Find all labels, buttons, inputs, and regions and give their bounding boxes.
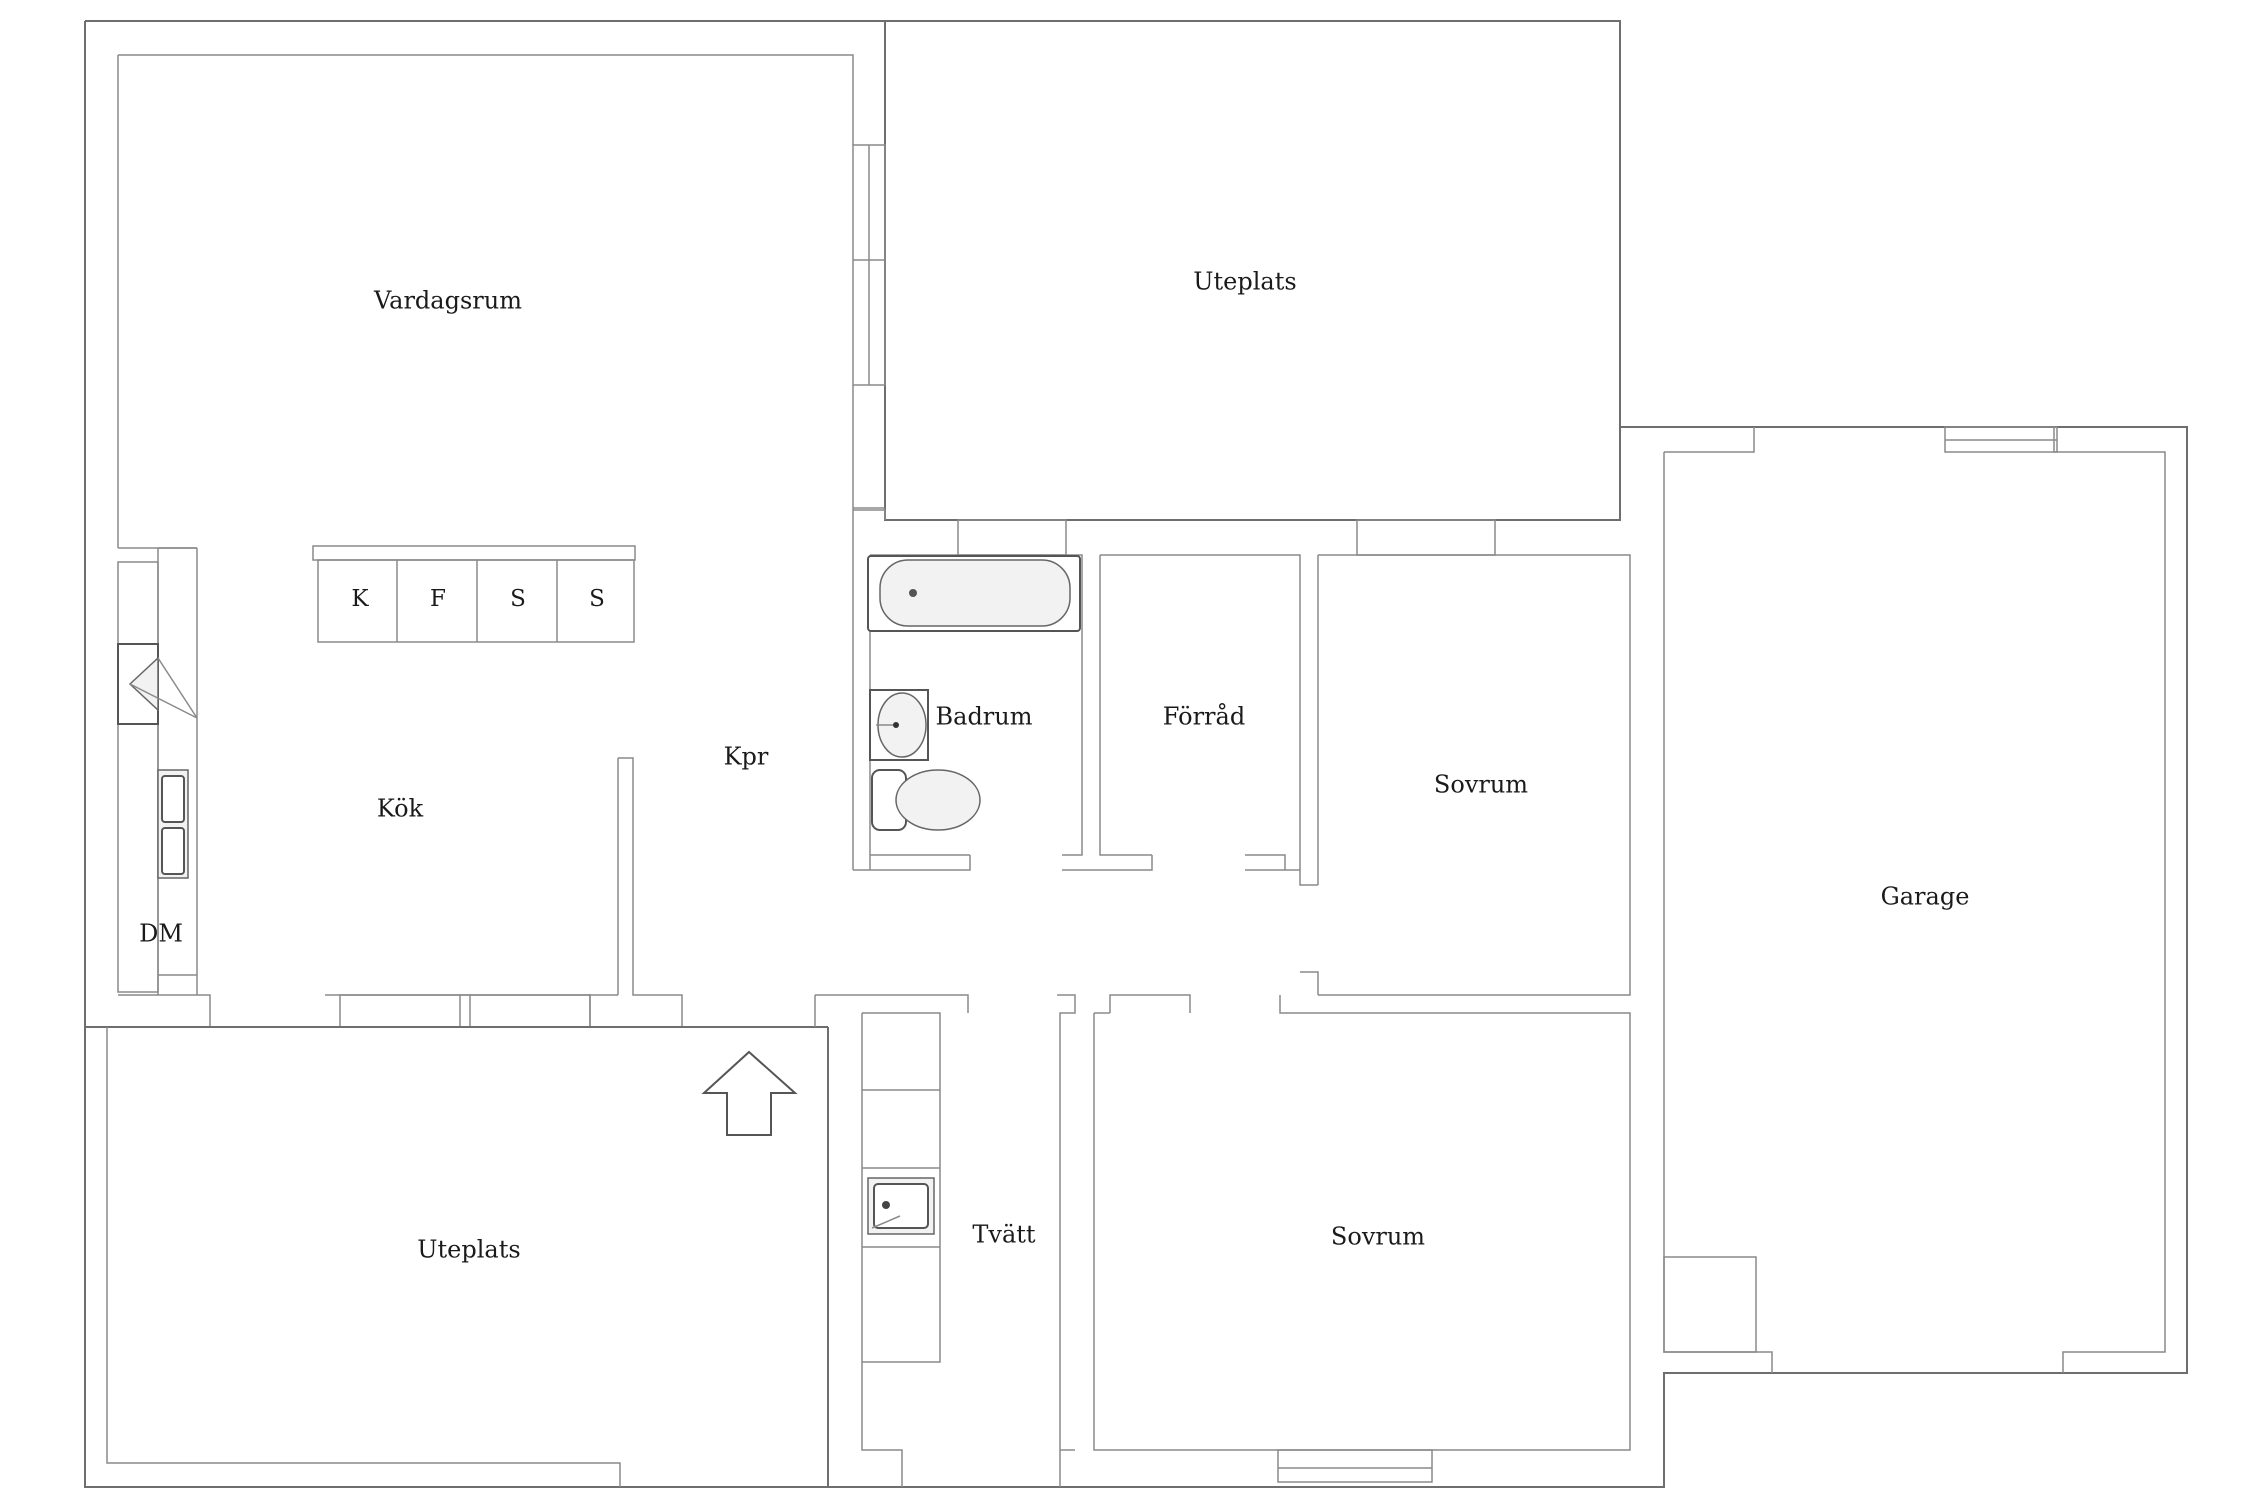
bedroom-bottom-window xyxy=(1277,1449,1433,1483)
sink-icon xyxy=(157,769,189,879)
appliance-label: K xyxy=(351,586,369,612)
room-label-forrad: Förråd xyxy=(1163,702,1245,731)
appliance-label: F xyxy=(430,586,446,612)
washbasin-icon xyxy=(869,689,929,761)
uteplats-top-room xyxy=(852,21,1621,521)
garage-walls xyxy=(1663,426,2166,1373)
laundry-sink-icon xyxy=(867,1177,935,1235)
room-label-kpr: Kpr xyxy=(724,743,769,771)
toilet-icon xyxy=(871,769,981,831)
room-label-garage: Garage xyxy=(1881,883,1970,911)
bedroom-top-window xyxy=(1356,519,1496,556)
bathtub-icon xyxy=(867,555,1081,632)
room-label-sovrum-bottom: Sovrum xyxy=(1331,1223,1425,1251)
room-label-badrum: Badrum xyxy=(936,703,1033,731)
room-label-vardagsrum: Vardagsrum xyxy=(373,287,522,315)
room-label-uteplats-bottom: Uteplats xyxy=(417,1236,520,1264)
room-label-dm: DM xyxy=(139,920,183,948)
bathroom-window xyxy=(957,519,1067,556)
appliance-label: S xyxy=(510,586,526,612)
outer-walls xyxy=(84,20,2188,1488)
kitchen-walls xyxy=(117,385,886,1028)
room-label-uteplats-top: Uteplats xyxy=(1193,268,1296,296)
appliance-label: S xyxy=(589,586,605,612)
kitchen-window xyxy=(339,994,591,1028)
hall-walls xyxy=(853,507,1631,996)
room-label-tvatt: Tvätt xyxy=(972,1221,1036,1249)
appliance-row: K F S S xyxy=(351,560,605,642)
arrow-up-icon xyxy=(701,1050,798,1136)
room-label-kok: Kök xyxy=(377,795,424,823)
lower-walls xyxy=(85,994,1631,1487)
room-label-sovrum-top: Sovrum xyxy=(1434,771,1528,799)
stove-icon xyxy=(117,643,198,725)
